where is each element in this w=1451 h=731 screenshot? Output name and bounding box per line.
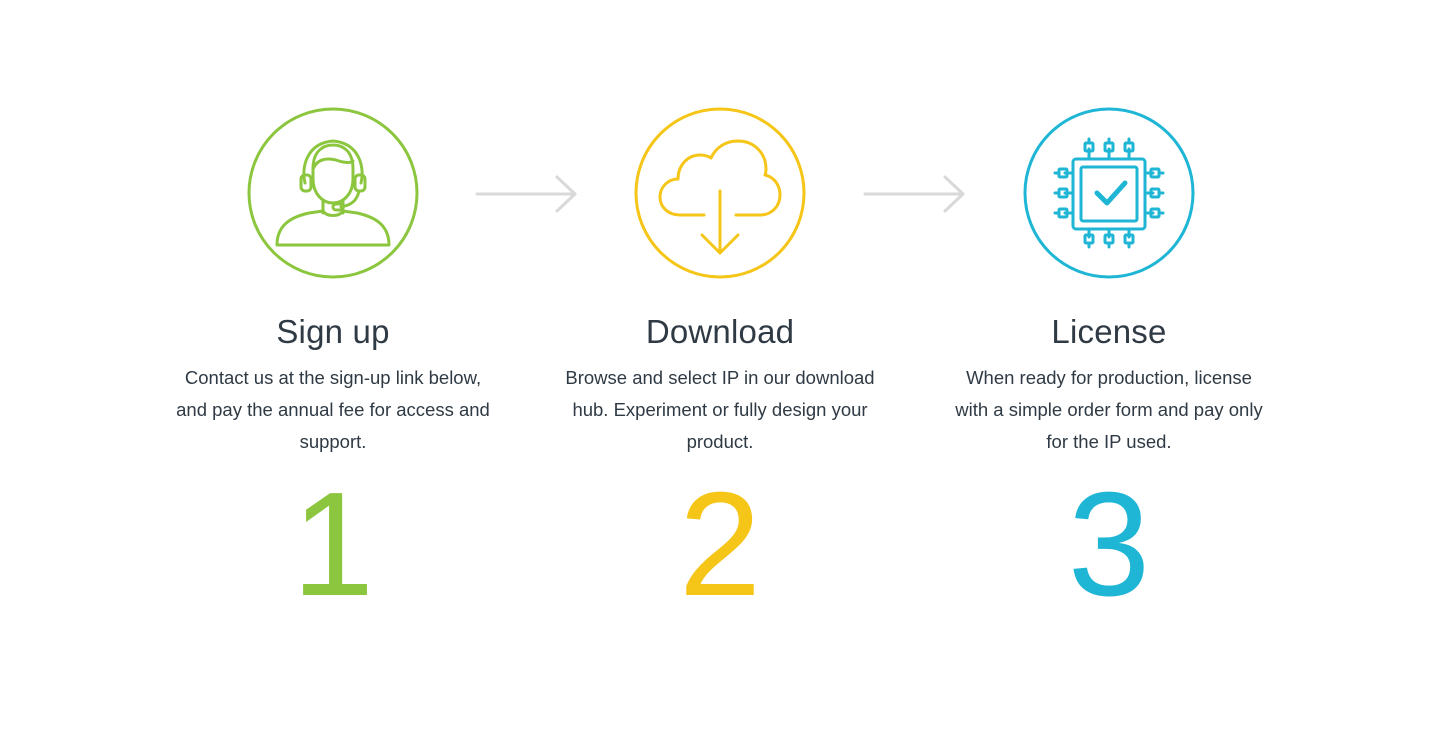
step-title: Download	[645, 313, 795, 350]
step-license: License When ready for production, licen…	[939, 0, 1279, 731]
step-number: 3	[1067, 462, 1151, 627]
step-description: Contact us at the sign-up link below, an…	[176, 367, 490, 452]
step-title: License	[1051, 313, 1167, 350]
step-title: Sign up	[276, 313, 390, 350]
step-number: 2	[678, 462, 762, 627]
headset-support-icon	[247, 107, 419, 279]
step-description: When ready for production, license with …	[955, 367, 1263, 452]
step-sign-up: Sign up Contact us at the sign-up link b…	[163, 0, 503, 731]
arrow-right-icon	[473, 173, 583, 215]
step-download: Download Browse and select IP in our dow…	[550, 0, 890, 731]
arrow-right-icon	[861, 173, 971, 215]
step-number: 1	[291, 462, 375, 627]
step-description: Browse and select IP in our download hub…	[565, 367, 875, 452]
cloud-download-icon	[634, 107, 806, 279]
chip-check-icon	[1023, 107, 1195, 279]
